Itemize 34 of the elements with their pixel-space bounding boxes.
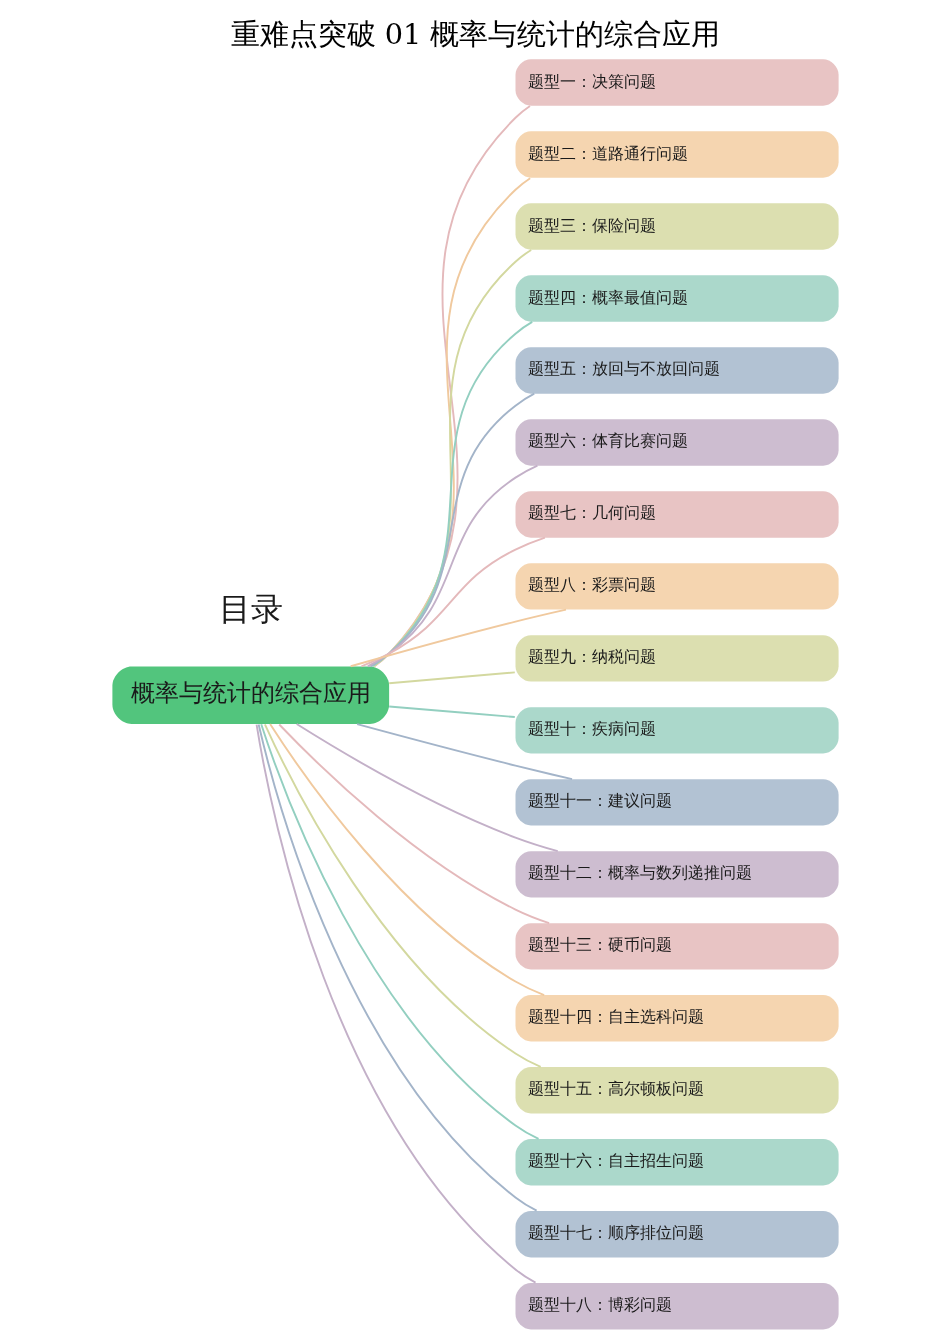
- node-box: 概率与统计的综合应用: [111, 666, 389, 724]
- node-box: 题型二：道路通行问题: [515, 131, 839, 178]
- connector: [360, 536, 546, 668]
- connector: [295, 723, 559, 853]
- connector: [268, 723, 545, 997]
- node-box: 题型十三：硬币问题: [515, 923, 839, 970]
- node-box: 题型四：概率最值问题: [515, 275, 839, 322]
- node-box: 题型十四：自主选科问题: [515, 995, 839, 1042]
- node-box: 题型十：疾病问题: [515, 707, 839, 754]
- connector: [259, 723, 540, 1140]
- node-box: 题型十五：高尔顿板问题: [515, 1067, 839, 1114]
- node-box: 题型七：几何问题: [515, 491, 839, 538]
- node-box: 题型十一：建议问题: [515, 779, 839, 826]
- connector: [387, 705, 516, 718]
- node-box: 题型八：彩票问题: [515, 563, 839, 610]
- connector: [369, 392, 535, 668]
- node-box: 题型五：放回与不放回问题: [515, 347, 839, 394]
- node-box: 题型九：纳税问题: [515, 635, 839, 682]
- connector: [263, 723, 542, 1068]
- node-box: 题型十六：自主招生问题: [515, 1139, 839, 1186]
- connector: [370, 320, 533, 668]
- node-box: 题型六：体育比赛问题: [515, 419, 839, 466]
- connector: [355, 723, 573, 781]
- diagram-title: 重难点突破 01 概率与统计的综合应用: [230, 17, 720, 52]
- node-box: 题型十七：顺序排位问题: [515, 1211, 839, 1258]
- node-box: 题型十八：博彩问题: [515, 1283, 839, 1330]
- connector: [366, 464, 538, 668]
- connector: [349, 608, 567, 668]
- connector: [277, 723, 550, 925]
- label: 目录: [218, 590, 283, 629]
- node-box: 题型一：决策问题: [515, 59, 839, 106]
- connector: [387, 671, 516, 685]
- node-box: 题型三：保险问题: [515, 203, 839, 250]
- node-box: 题型十二：概率与数列递推问题: [515, 851, 839, 898]
